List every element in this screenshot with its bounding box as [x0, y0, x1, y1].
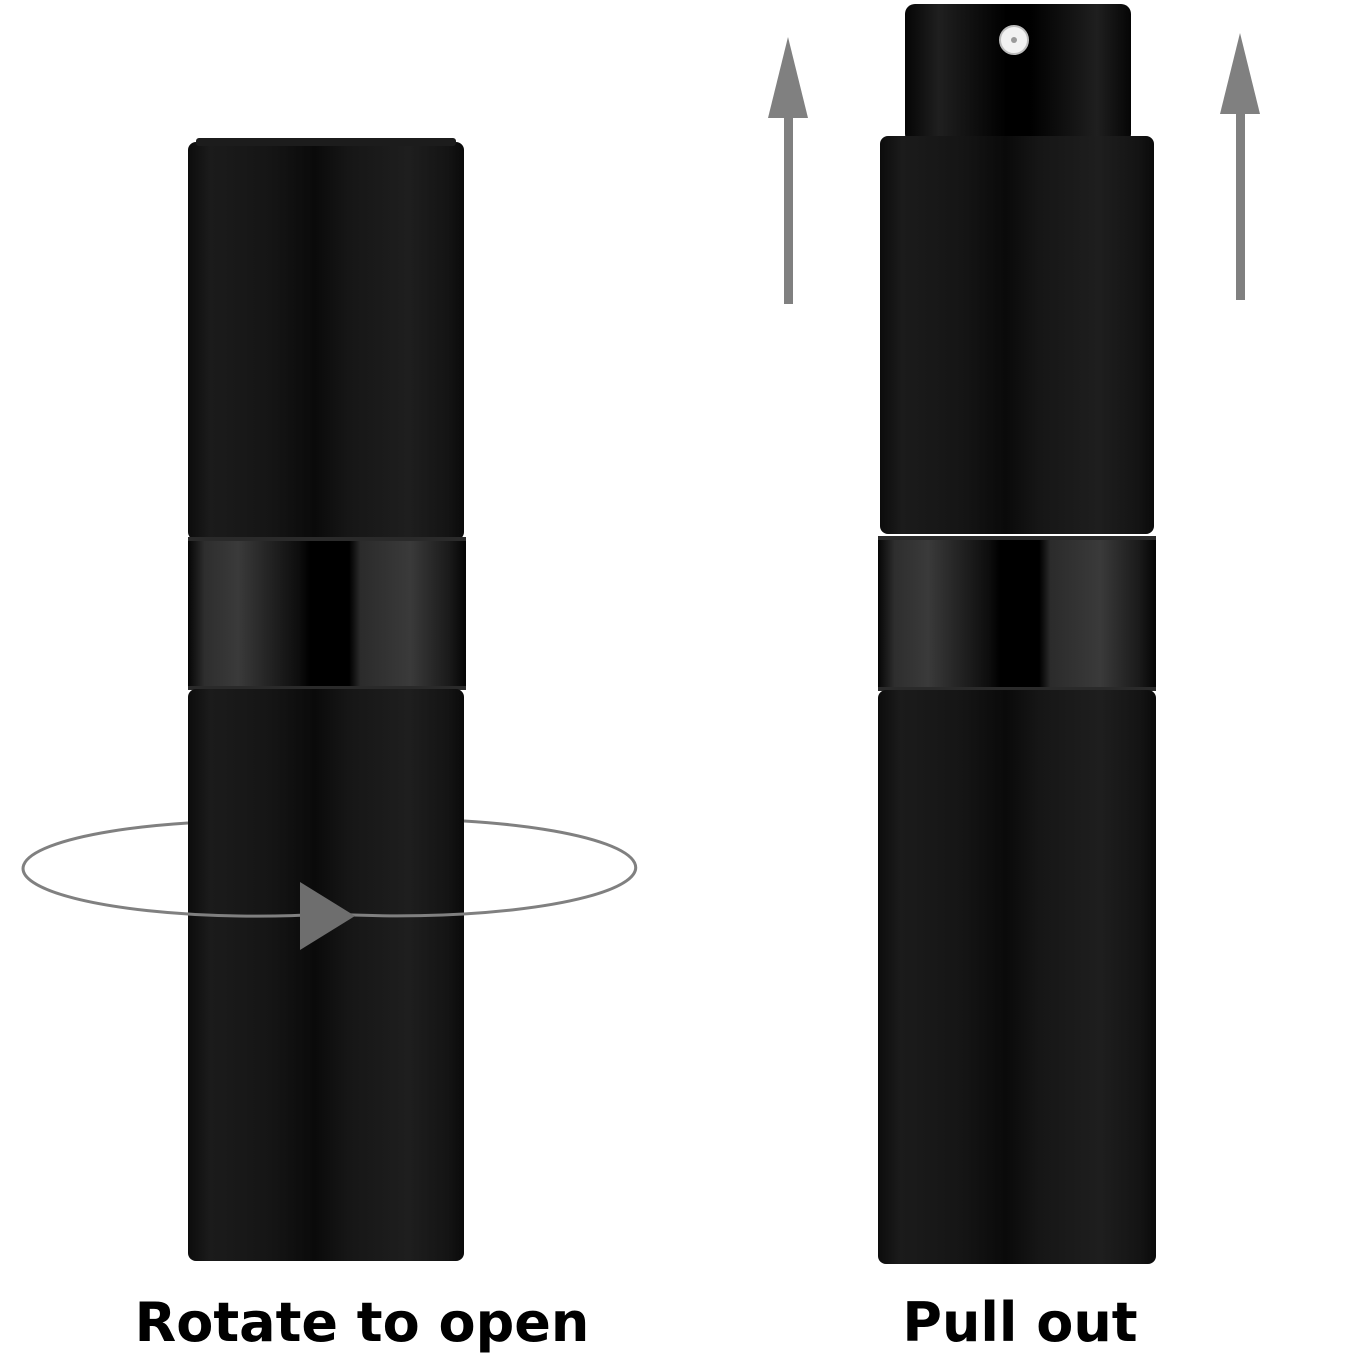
closed-bottle	[188, 138, 466, 1261]
caption-pull-out: Pull out	[902, 1291, 1138, 1354]
open-bottle	[878, 4, 1156, 1264]
open-bottle-band	[878, 536, 1156, 690]
closed-bottle-band	[188, 537, 466, 689]
caption-rotate-to-open: Rotate to open	[134, 1291, 590, 1354]
arrow-up-icon	[768, 37, 808, 304]
open-bottle-lower-body	[878, 690, 1156, 1264]
closed-bottle-body	[188, 689, 464, 1261]
arrow-up-icon	[1220, 33, 1260, 300]
closed-bottle-cap	[188, 142, 464, 540]
rotate-arrow-icon	[21, 819, 638, 950]
open-bottle-upper-body	[880, 136, 1154, 534]
spray-nozzle	[905, 4, 1131, 144]
